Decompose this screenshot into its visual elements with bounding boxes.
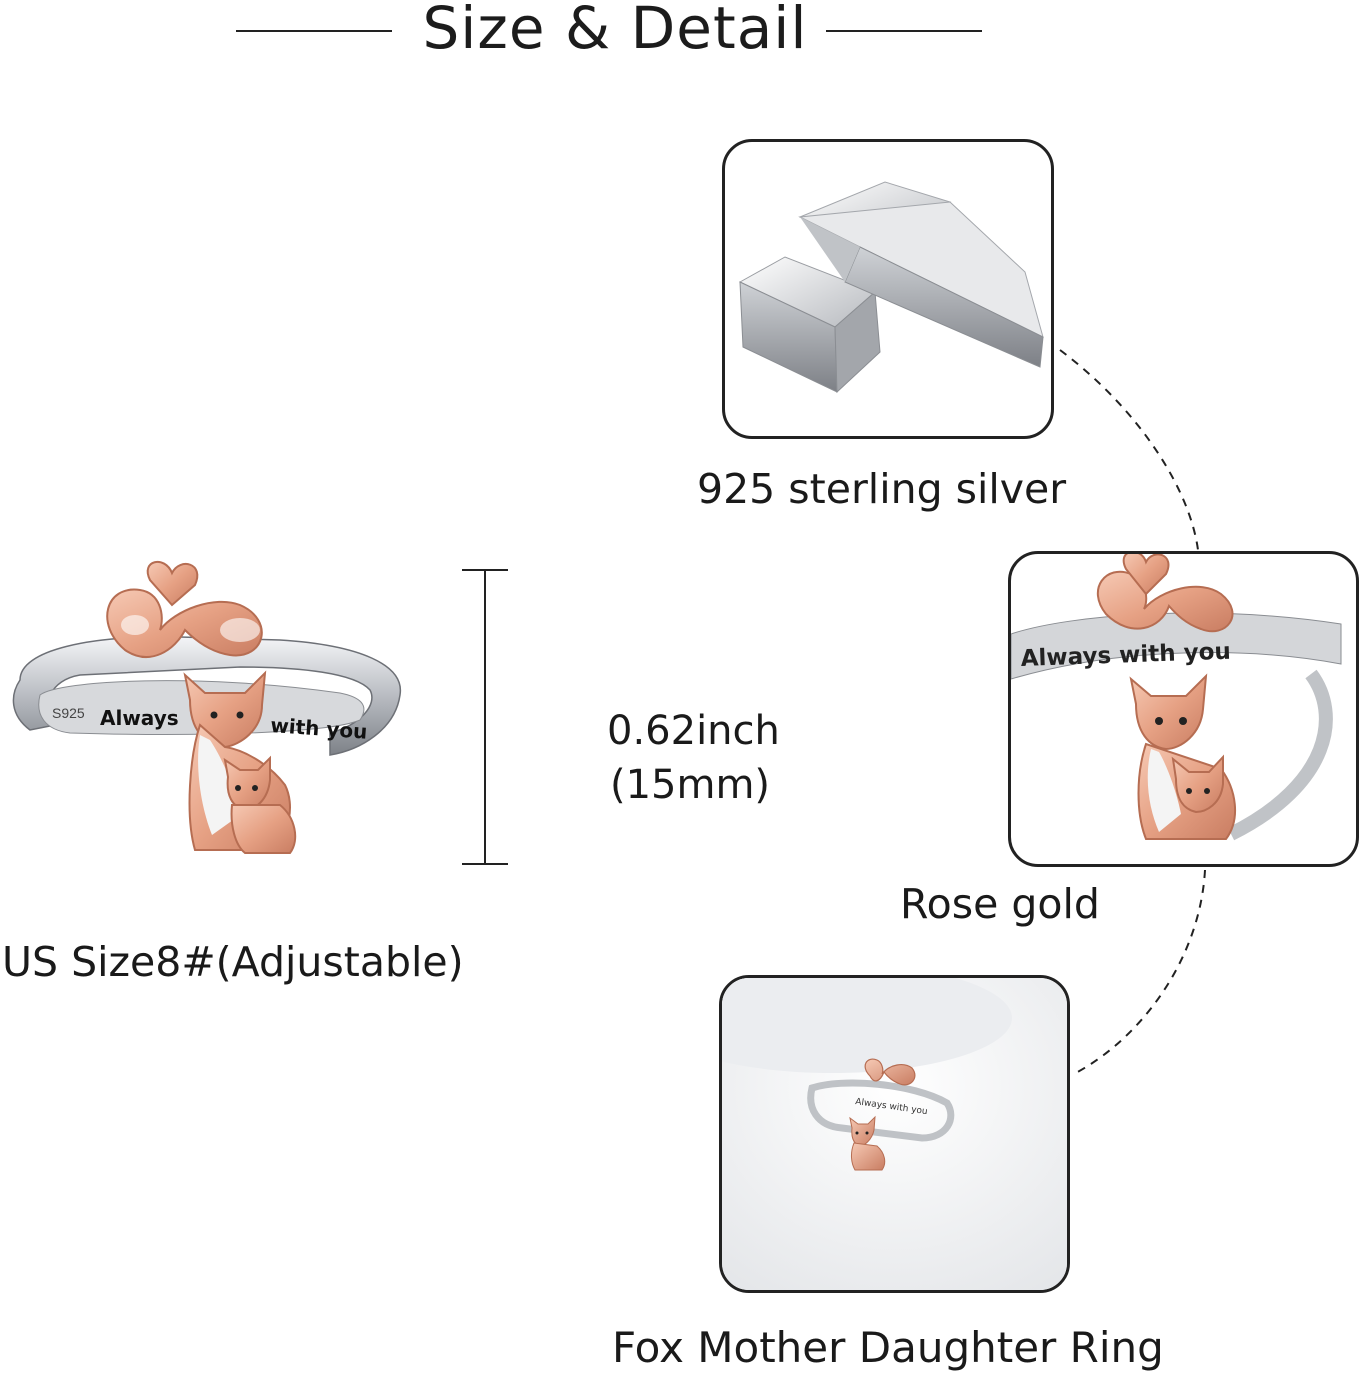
detail-ring-caption: Fox Mother Daughter Ring — [612, 1323, 1164, 1372]
detail-silver-frame — [722, 139, 1054, 439]
title-rule-right — [826, 30, 982, 32]
main-ring-image: S925 Always with you — [0, 555, 420, 875]
silver-bars-image — [738, 181, 1044, 394]
dimension-mm: (15mm) — [610, 762, 771, 808]
engraving-always: Always — [100, 706, 179, 730]
detail-ring-frame: Always with you — [719, 975, 1070, 1293]
detail-rose-frame: Always with you — [1008, 551, 1359, 867]
dimension-inch: 0.62inch — [607, 708, 780, 754]
detail-silver-caption: 925 sterling silver — [697, 465, 1067, 513]
dashed-connector — [1050, 340, 1220, 1080]
detail-rose-caption: Rose gold — [900, 880, 1100, 928]
engraving-s925: S925 — [52, 705, 85, 721]
title-rule-left — [236, 30, 392, 32]
fox-ring-image: Always with you — [722, 978, 1067, 1290]
dimension-marker — [460, 568, 510, 866]
ring-size-label: US Size8#(Adjustable) — [2, 938, 464, 986]
rose-gold-ring-image: Always with you — [1011, 554, 1342, 841]
page-title: Size & Detail — [422, 0, 808, 62]
